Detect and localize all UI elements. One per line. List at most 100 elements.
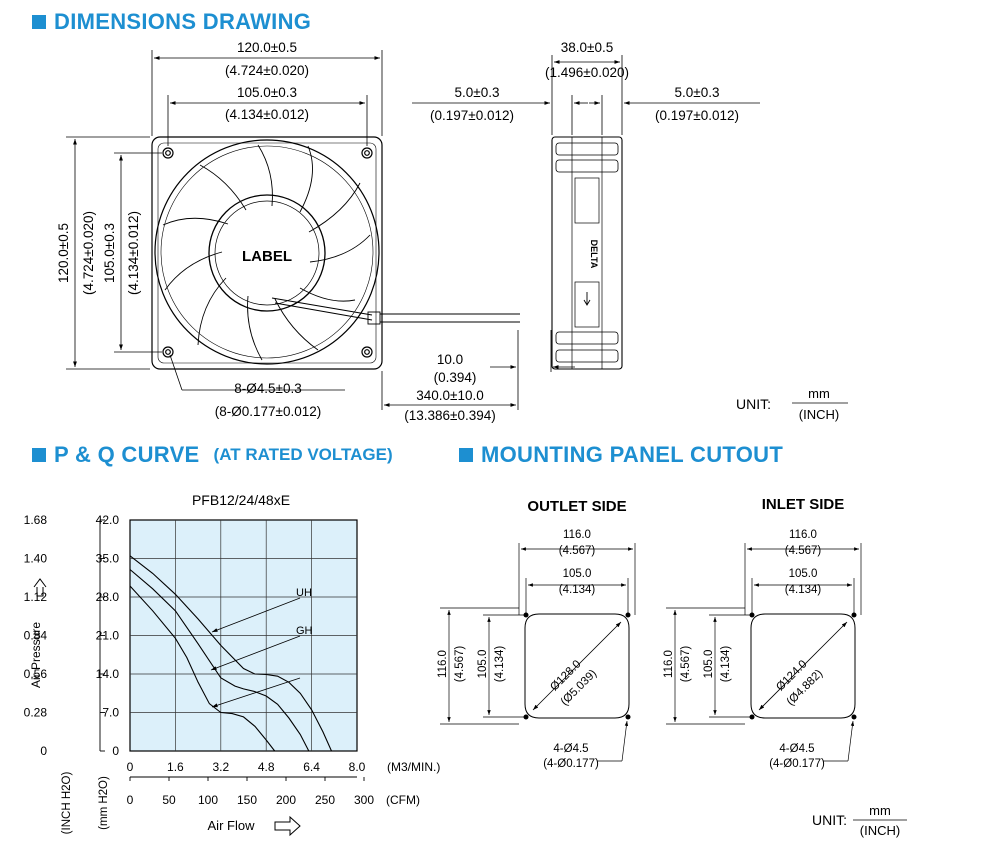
mount-hole (851, 714, 857, 720)
outlet-holes-in: (4-Ø0.177) (543, 758, 599, 770)
x-tick-label-cfm: 50 (162, 793, 176, 807)
x-tick-label-m3: 0 (127, 760, 134, 774)
dim-flange-right-in: (0.197±0.012) (655, 108, 739, 123)
x-tick-label-m3: 6.4 (303, 760, 320, 774)
inlet-height-outer-mm: 116.0 (663, 650, 675, 678)
x-axis-label: Air Flow (208, 818, 256, 833)
inlet-holes-in: (4-Ø0.177) (769, 758, 825, 770)
leader-line (621, 720, 629, 762)
series-label-gh: GH (296, 625, 313, 637)
cutout-outline (524, 613, 630, 719)
inlet-width-inner-mm: 105.0 (789, 568, 818, 580)
x-tick-label-cfm: 300 (354, 793, 374, 807)
chart-title: PFB12/24/48xE (192, 492, 290, 508)
dim-depth-mm: 38.0±0.5 (561, 40, 613, 55)
dim-holes-in: (8-Ø0.177±0.012) (215, 404, 321, 419)
leader-line (847, 720, 855, 762)
mount-unit-mm: mm (869, 803, 891, 818)
x-tick-label-m3: 4.8 (258, 760, 275, 774)
mount-unit-inch: (INCH) (860, 823, 900, 838)
dim-flange-right-mm: 5.0±0.3 (675, 85, 720, 100)
fan-blades (162, 144, 371, 361)
inlet-holes-mm: 4-Ø4.5 (779, 743, 814, 755)
dim-strip-mm: 10.0 (437, 352, 463, 367)
inlet-width-outer-mm: 116.0 (789, 529, 817, 541)
diameter-line (758, 621, 848, 711)
side-dimension-lines (412, 55, 760, 135)
inlet-height-outer-in: (4.567) (680, 646, 692, 683)
x-unit-m3: (M3/MIN.) (387, 760, 440, 774)
front-dimension-lines (66, 50, 575, 410)
dim-height-outer-mm: 120.0±0.5 (56, 223, 71, 283)
hub-label: LABEL (242, 248, 292, 265)
x-tick-label-m3: 8.0 (349, 760, 366, 774)
series-line-c2 (129, 585, 276, 752)
outlet-height-inner-in: (4.134) (494, 646, 506, 683)
x-tick-label-cfm: 150 (237, 793, 257, 807)
curves (129, 555, 333, 752)
y-tick-label-inch: 1.12 (24, 590, 48, 604)
dim-wire-in: (13.386±0.394) (404, 408, 495, 423)
y-tick-label-inch: 1.40 (24, 552, 48, 566)
dim-height-outer-in: (4.724±0.020) (81, 211, 96, 295)
x-tick-label-cfm: 250 (315, 793, 335, 807)
y-ticks-inch: 00.280.560.841.121.401.68 (24, 513, 48, 758)
section-marker-icon (32, 15, 46, 29)
y-ticks-mm: 07.014.021.028.035.042.0 (96, 513, 120, 758)
dim-holes-mm: 8-Ø4.5±0.3 (234, 381, 301, 396)
unit-inch: (INCH) (799, 407, 839, 422)
inlet-width-inner-in: (4.134) (785, 584, 822, 596)
right-arrow-icon (274, 815, 301, 837)
section-dimensions: DIMENSIONS DRAWING (32, 9, 311, 35)
outlet-width-outer-in: (4.567) (559, 545, 596, 557)
diameter-line (532, 621, 622, 711)
x-ticks-m3: 0 1.6 3.2 4.8 6.4 8.0 (127, 760, 366, 774)
y-unit-inch: (INCH H2O) (61, 772, 73, 835)
outlet-holes-mm: 4-Ø4.5 (553, 743, 588, 755)
dim-width-outer-mm: 120.0±0.5 (237, 40, 297, 55)
y-tick-label-inch: 0.84 (24, 629, 48, 643)
y-tick-label-mm: 35.0 (96, 552, 120, 566)
y-tick-label-mm: 0 (112, 744, 119, 758)
series-line-gh (129, 569, 310, 752)
fan-front-view (151, 136, 520, 370)
unit-mm: mm (808, 386, 830, 401)
outlet-width-inner-in: (4.134) (559, 584, 596, 596)
y-tick-label-mm: 42.0 (96, 513, 120, 527)
x-tick-label-cfm: 0 (127, 793, 134, 807)
cutout-outline (750, 613, 856, 719)
outlet-width-inner-mm: 105.0 (563, 568, 592, 580)
y-tick-label-inch: 0.28 (24, 706, 48, 720)
dim-height-hole-mm: 105.0±0.3 (102, 223, 117, 283)
section-mounting-cutout: MOUNTING PANEL CUTOUT (459, 442, 783, 468)
y-axis-label: Air Pressure (29, 622, 43, 688)
dim-depth-in: (1.496±0.020) (545, 65, 629, 80)
outlet-side-title: OUTLET SIDE (527, 498, 626, 515)
section-pq-curve: P & Q CURVE (AT RATED VOLTAGE) (32, 442, 393, 468)
cutout-outlet (440, 543, 636, 762)
dim-flange-left-in: (0.197±0.012) (430, 108, 514, 123)
grid-lines (130, 520, 357, 751)
y-tick-label-mm: 28.0 (96, 590, 120, 604)
y-tick-label-mm: 14.0 (96, 667, 120, 681)
dim-wire-mm: 340.0±10.0 (416, 388, 483, 403)
outlet-height-outer-mm: 116.0 (437, 650, 449, 678)
outlet-width-outer-mm: 116.0 (563, 529, 591, 541)
x-tick-label-m3: 3.2 (212, 760, 229, 774)
section-marker-icon (459, 448, 473, 462)
x-tick-label-cfm: 200 (276, 793, 296, 807)
x-tick-label-cfm: 100 (198, 793, 218, 807)
y-tick-label-inch: 1.68 (24, 513, 48, 527)
x-unit-cfm: (CFM) (386, 793, 420, 807)
outlet-height-outer-in: (4.567) (454, 646, 466, 683)
dim-width-hole-in: (4.134±0.012) (225, 107, 309, 122)
up-arrow-icon (33, 578, 47, 597)
y-tick-label-inch: 0 (40, 744, 47, 758)
series-label-uh: UH (296, 587, 312, 599)
x-tick-label-m3: 1.6 (167, 760, 184, 774)
section-marker-icon (32, 448, 46, 462)
mount-hole (625, 714, 631, 720)
cutout-inlet (666, 543, 862, 762)
inlet-height-inner-in: (4.134) (720, 646, 732, 683)
